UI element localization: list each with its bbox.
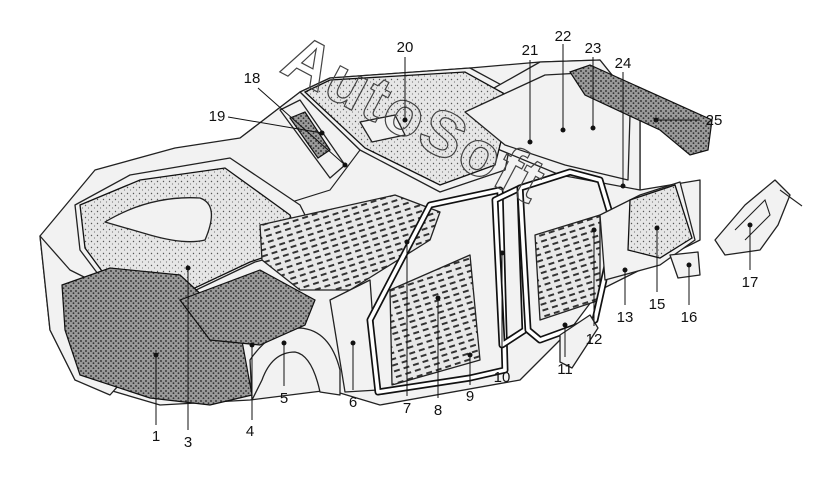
- svg-text:3: 3: [184, 434, 192, 451]
- a-pillar-insert: [289, 111, 331, 159]
- callout-9: 9: [466, 352, 474, 405]
- svg-text:7: 7: [403, 400, 411, 417]
- front-door-floor: [389, 254, 481, 386]
- svg-text:1: 1: [152, 428, 160, 445]
- svg-text:4: 4: [246, 423, 254, 440]
- callout-19: 19: [209, 108, 325, 136]
- callout-10: 10: [494, 250, 511, 386]
- callout-22: 22: [555, 28, 572, 133]
- callout-17: 17: [742, 222, 759, 291]
- callout-21: 21: [522, 42, 539, 145]
- svg-text:17: 17: [742, 274, 759, 291]
- callout-5: 5: [280, 340, 288, 407]
- svg-text:18: 18: [244, 70, 261, 87]
- sill-strip: [559, 314, 599, 369]
- callout-8: 8: [434, 295, 442, 419]
- svg-text:5: 5: [280, 390, 288, 407]
- rear-wheelhouse-pad: [627, 184, 693, 259]
- callout-25: 25: [653, 112, 723, 129]
- svg-text:22: 22: [555, 28, 572, 45]
- callout-6: 6: [349, 340, 357, 411]
- callout-13: 13: [617, 267, 634, 326]
- separate-bracket-part: [714, 179, 803, 256]
- rear-floor-pad: [464, 71, 631, 181]
- svg-text:25: 25: [706, 112, 723, 129]
- svg-text:10: 10: [494, 369, 511, 386]
- svg-text:20: 20: [397, 39, 414, 56]
- svg-text:12: 12: [586, 331, 603, 348]
- callout-11: 11: [557, 322, 573, 378]
- callout-18: 18: [244, 70, 348, 168]
- callout-12: 12: [586, 227, 603, 348]
- svg-text:24: 24: [615, 55, 632, 72]
- callout-24: 24: [615, 55, 632, 189]
- svg-text:11: 11: [557, 361, 573, 378]
- svg-text:23: 23: [585, 40, 602, 57]
- callouts: 1 3 4 5 6 7: [152, 28, 759, 451]
- callout-7: 7: [403, 239, 411, 417]
- svg-text:8: 8: [434, 402, 442, 419]
- callout-15: 15: [649, 225, 666, 313]
- svg-text:15: 15: [649, 296, 666, 313]
- callout-16: 16: [681, 262, 698, 326]
- front-floor-mat: [259, 194, 441, 291]
- hood-pad-cutout: [104, 197, 212, 243]
- svg-text:6: 6: [349, 394, 357, 411]
- engine-compartment-pad: [179, 269, 316, 346]
- callout-1: 1: [152, 352, 160, 445]
- callout-23: 23: [585, 40, 602, 131]
- callout-3: 3: [184, 265, 192, 451]
- svg-text:21: 21: [522, 42, 539, 59]
- svg-text:9: 9: [466, 388, 474, 405]
- callout-20: 20: [397, 39, 414, 123]
- svg-text:19: 19: [209, 108, 226, 125]
- rear-parcel-strip: [569, 64, 713, 156]
- svg-text:16: 16: [681, 309, 698, 326]
- callout-4: 4: [246, 342, 255, 440]
- svg-text:13: 13: [617, 309, 634, 326]
- rear-lower-bracket: [669, 251, 701, 279]
